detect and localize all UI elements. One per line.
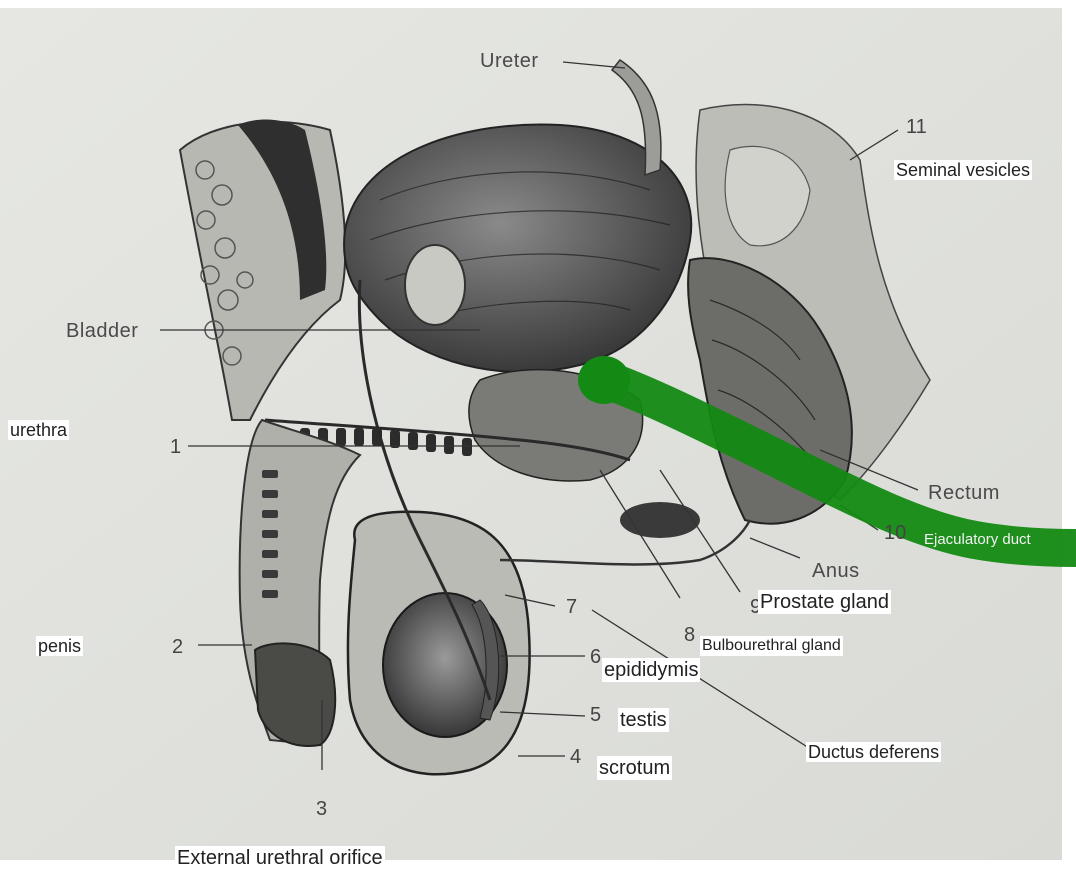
seminal-vesicle-shape bbox=[724, 145, 811, 247]
bladder bbox=[343, 123, 693, 373]
label-rectum: Rectum bbox=[928, 482, 1000, 504]
label-prostate-gland: Prostate gland bbox=[758, 590, 891, 614]
number-3: 3 bbox=[316, 798, 328, 820]
label-ureter: Ureter bbox=[480, 50, 539, 72]
bulbourethral-gland-shape bbox=[620, 502, 700, 538]
pubic-tissue-circles bbox=[195, 160, 254, 366]
label-urethra: urethra bbox=[8, 420, 70, 440]
number-1: 1 bbox=[170, 436, 182, 458]
label-seminal-vesicles: Seminal vesicles bbox=[894, 160, 1033, 180]
ductus-deferens-line bbox=[357, 279, 492, 701]
label-external-urethral-orifice: External urethral orifice bbox=[175, 846, 385, 870]
label-ejaculatory-duct: Ejaculatory duct bbox=[924, 531, 1031, 548]
label-testis: testis bbox=[618, 708, 669, 732]
penis-segments bbox=[262, 470, 278, 598]
label-bulbourethral-gland: Bulbourethral gland bbox=[700, 636, 843, 656]
number-7: 7 bbox=[566, 596, 578, 618]
number-6: 6 bbox=[590, 646, 602, 668]
label-anus: Anus bbox=[812, 560, 860, 582]
label-scrotum: scrotum bbox=[597, 756, 673, 780]
number-5: 5 bbox=[590, 704, 602, 726]
muscle-band bbox=[238, 119, 327, 300]
pubic-bone bbox=[404, 244, 466, 326]
number-8: 8 bbox=[684, 624, 696, 646]
leader-lines bbox=[160, 61, 919, 770]
ejaculatory-duct-highlight bbox=[581, 359, 1076, 567]
ejaculatory-duct-highlight-head bbox=[578, 356, 630, 404]
number-9: 9 bbox=[750, 596, 762, 618]
number-4: 4 bbox=[570, 746, 582, 768]
label-ductus-deferens: Ductus deferens bbox=[806, 742, 942, 762]
number-10: 10 bbox=[884, 522, 907, 544]
urethra-channel bbox=[264, 418, 631, 462]
glans bbox=[253, 642, 337, 747]
number-2: 2 bbox=[172, 636, 184, 658]
perineum bbox=[499, 519, 752, 566]
epididymis bbox=[471, 599, 500, 721]
label-penis: penis bbox=[36, 636, 84, 656]
number-11: 11 bbox=[906, 116, 927, 138]
label-epididymis: epididymis bbox=[602, 658, 701, 682]
ureter bbox=[610, 58, 662, 177]
label-bladder: Bladder bbox=[66, 320, 139, 342]
